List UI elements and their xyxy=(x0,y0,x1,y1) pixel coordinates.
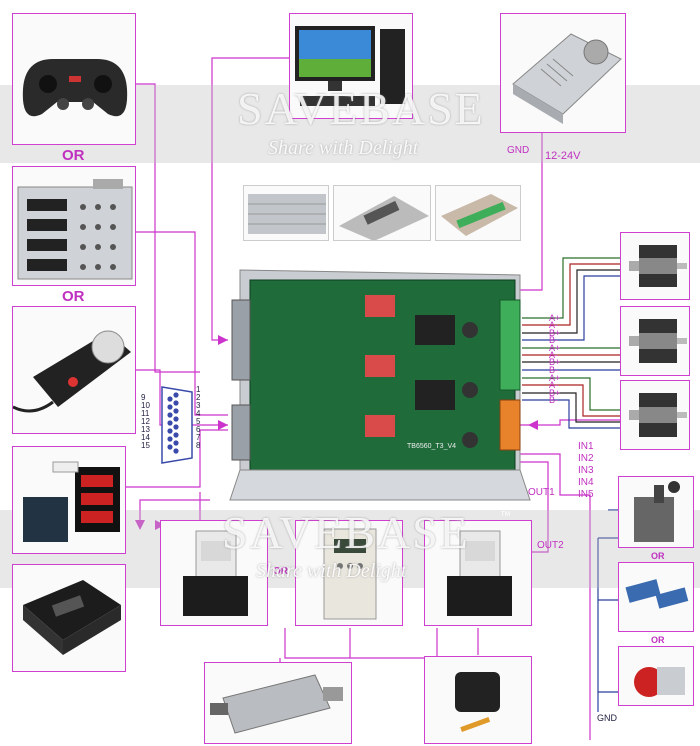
proximity-sensor-icon xyxy=(625,579,689,609)
pump-icon xyxy=(455,672,500,732)
pin-label: B+ xyxy=(549,388,561,398)
pin-number: 5 xyxy=(196,417,201,426)
computer-box xyxy=(289,13,413,119)
power-supply-box xyxy=(500,13,626,133)
relay-icon xyxy=(447,530,512,616)
power-supply-icon xyxy=(512,33,622,124)
voltage-label: 12-24V xyxy=(545,150,581,162)
input-label: IN4 xyxy=(578,477,594,488)
relay-box-2 xyxy=(424,520,532,626)
stepper-driver-icon xyxy=(23,580,121,655)
pin-label: A+ xyxy=(549,313,561,323)
db15-connector xyxy=(161,386,193,464)
pin-label: B- xyxy=(549,395,558,405)
stepper-motor-y-box xyxy=(620,306,690,376)
pin-number: 2 xyxy=(196,393,201,402)
display-module-icon xyxy=(23,461,120,542)
handwheel-pendant-box xyxy=(12,306,136,434)
or-label-mid: OR xyxy=(62,288,85,305)
pin-label: A+ xyxy=(549,373,561,383)
pin-number: 1 xyxy=(196,385,201,394)
or-label-top: OR xyxy=(62,147,85,164)
watermark-tagline-top: Share with Delight xyxy=(268,137,419,159)
input-wires xyxy=(597,509,618,712)
pump-box xyxy=(424,656,532,744)
pin-label: A- xyxy=(549,380,558,390)
relay-box-1 xyxy=(160,520,268,626)
gamepad-box xyxy=(12,13,136,145)
input-label: IN1 xyxy=(578,441,594,452)
pin-number: 10 xyxy=(141,401,150,410)
board-photo-enclosure xyxy=(243,185,329,241)
stepper-motor-x-box xyxy=(620,232,690,300)
pin-label: B- xyxy=(549,365,558,375)
control-panel-box xyxy=(12,166,136,286)
pin-label: B+ xyxy=(549,328,561,338)
cnc-controller-board xyxy=(229,269,531,501)
limit-switch-icon xyxy=(634,481,680,542)
motor-wires xyxy=(522,257,625,429)
pin-label: B- xyxy=(549,335,558,345)
board-label: TB6560_T3_V4 xyxy=(407,443,457,450)
gnd-label-psu: GND xyxy=(507,145,530,156)
handwheel-icon xyxy=(13,330,131,413)
connection-lines xyxy=(125,57,620,740)
pin-number: 11 xyxy=(141,409,150,418)
pin-label: A- xyxy=(549,350,558,360)
stepper-driver-box xyxy=(12,564,126,672)
inverter-icon xyxy=(323,528,377,620)
stepper-motor-z-box xyxy=(620,380,690,450)
spindle-motor-box xyxy=(204,662,352,744)
display-module-box xyxy=(12,446,126,554)
pin-number: 13 xyxy=(141,425,150,434)
input-label: IN5 xyxy=(578,489,594,500)
watermark-brand-bottom: SAVEBASE xyxy=(222,507,470,558)
pin-number: 15 xyxy=(141,441,150,450)
board-photo-connectors xyxy=(333,185,431,241)
stepper-motor-icon xyxy=(629,393,687,437)
pin-label: A- xyxy=(549,320,558,330)
gamepad-icon xyxy=(22,59,128,117)
computer-icon xyxy=(295,26,405,106)
spindle-icon xyxy=(210,674,343,734)
input-label: IN3 xyxy=(578,465,594,476)
limit-switch-box xyxy=(618,476,694,548)
emergency-stop-icon xyxy=(634,667,685,697)
pin-label: A+ xyxy=(549,343,561,353)
pin-number: 4 xyxy=(196,409,201,418)
relay-icon xyxy=(183,530,248,616)
out2-label: OUT2 xyxy=(537,540,564,551)
pin-number: 6 xyxy=(196,425,201,434)
out1-label: OUT1 xyxy=(528,487,555,498)
stepper-motor-icon xyxy=(629,319,687,363)
or-label-sensor2: OR xyxy=(651,635,665,645)
emergency-stop-box xyxy=(618,646,694,706)
arrowheads xyxy=(135,335,538,530)
watermark-tagline-bottom: Share with Delight xyxy=(256,560,407,582)
stepper-motor-icon xyxy=(629,245,687,287)
pin-number: 14 xyxy=(141,433,150,442)
inverter-box xyxy=(295,520,403,626)
input-label: IN2 xyxy=(578,453,594,464)
pin-number: 12 xyxy=(141,417,150,426)
watermark-trademark: ™ xyxy=(500,510,511,522)
or-label-relay: OR xyxy=(273,566,288,577)
proximity-sensor-box xyxy=(618,562,694,632)
board-photo-terminals xyxy=(435,185,521,241)
watermark-brand-top: SAVEBASE xyxy=(237,83,485,134)
pin-number: 3 xyxy=(196,401,201,410)
pin-label: B+ xyxy=(549,357,561,367)
or-label-sensor1: OR xyxy=(651,551,665,561)
pin-number: 7 xyxy=(196,433,201,442)
control-panel-icon xyxy=(17,179,133,280)
pin-number: 8 xyxy=(196,441,201,450)
pin-number: 9 xyxy=(141,393,146,402)
gnd-label-bottom: GND xyxy=(597,713,617,723)
